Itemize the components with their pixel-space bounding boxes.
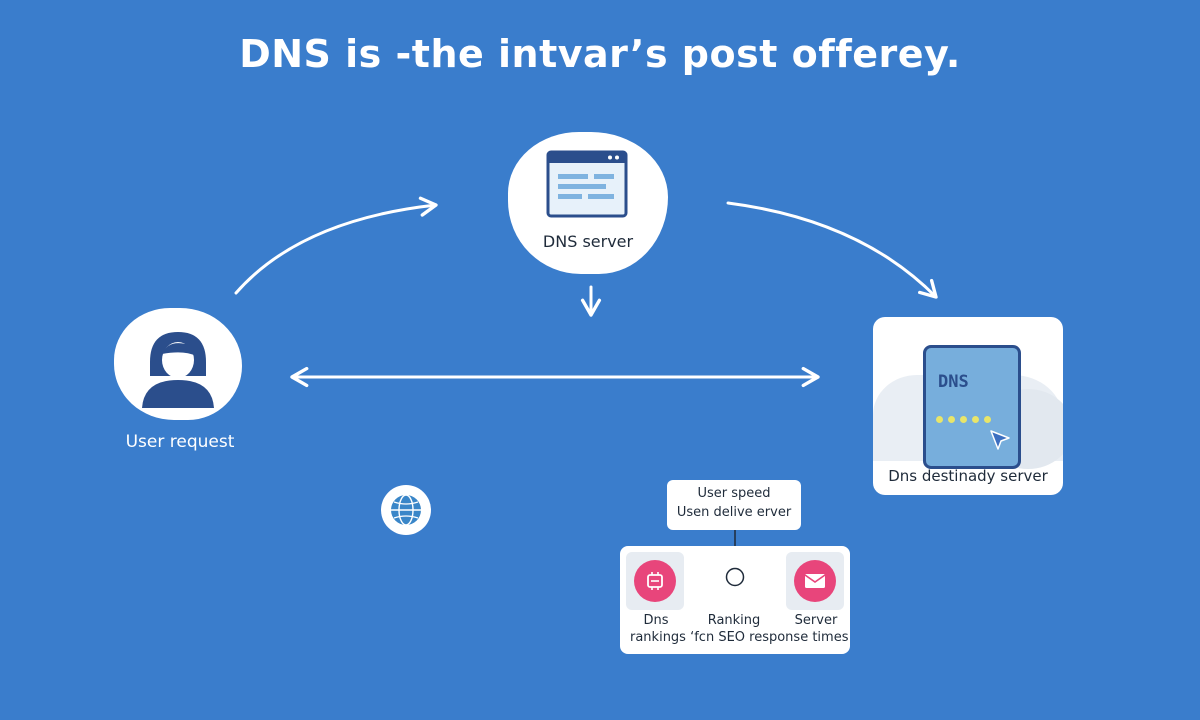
metric-bottom-text: rankings ‘fcn SEO response times xyxy=(630,630,849,645)
dns-server-node: DNS server xyxy=(508,132,668,274)
device-status-dots xyxy=(936,408,1002,423)
mail-icon xyxy=(804,574,826,588)
metrics-panel: Dns Ranking Server rankings ‘fcn SEO res… xyxy=(620,546,850,654)
chip-icon xyxy=(647,572,663,590)
dns-server-label: DNS server xyxy=(542,232,634,251)
browser-window-icon xyxy=(546,150,628,218)
metric-left-icon-box xyxy=(626,552,684,610)
globe-icon xyxy=(391,494,421,526)
user-speed-box: User speed Usen delive erver xyxy=(667,480,801,530)
metric-left-label: Dns xyxy=(643,613,669,628)
diagram-title: DNS is -the intvar’s post offerey. xyxy=(239,32,961,76)
user-speed-line1: User speed xyxy=(697,486,771,501)
metric-left-icon-circle xyxy=(634,560,676,602)
hub-node xyxy=(725,567,745,587)
metric-center-label: Ranking xyxy=(707,613,761,628)
arrow-user-to-dns xyxy=(234,196,438,295)
metric-right-icon-circle xyxy=(794,560,836,602)
device-dns-text: DNS xyxy=(938,372,969,392)
cursor-icon xyxy=(990,430,1010,450)
user-request-label: User request xyxy=(125,432,235,452)
arrow-dns-to-destination xyxy=(726,201,938,299)
user-speed-line2: Usen delive erver xyxy=(676,505,792,520)
server-device-icon: DNS xyxy=(923,345,1021,469)
metric-right-label: Server xyxy=(794,613,838,628)
destination-server-label: Dns destinady server xyxy=(888,467,1048,485)
user-node xyxy=(114,308,242,420)
globe-node xyxy=(381,485,431,535)
user-avatar-icon xyxy=(142,332,214,408)
metric-right-icon-box xyxy=(786,552,844,610)
destination-server-node: DNS Dns destinady server xyxy=(873,317,1063,495)
